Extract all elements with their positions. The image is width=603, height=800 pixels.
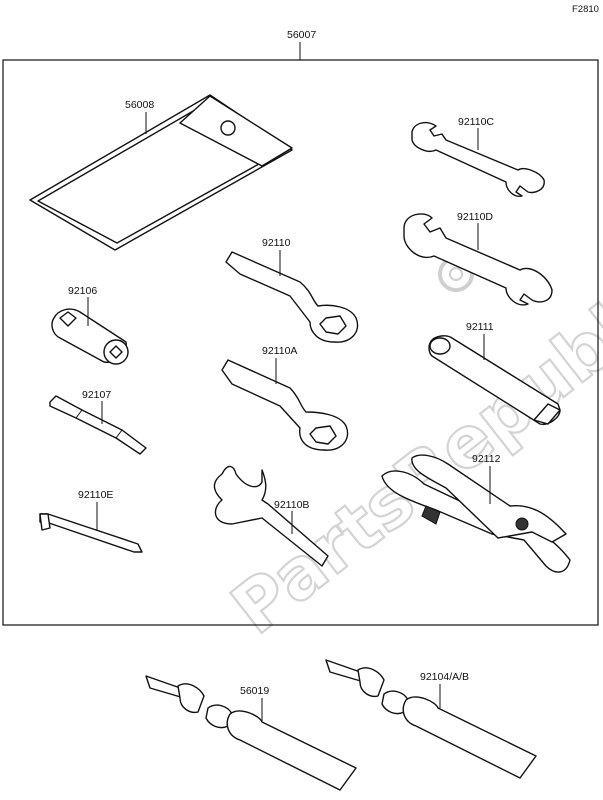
pliers [381,454,571,573]
pliers-label: 92112 [472,453,501,465]
grease-tube [145,675,357,791]
screwdriver-label: 92107 [82,389,111,401]
extension-handle [428,335,561,425]
hex-key-label: 92110E [78,489,113,501]
grease-tube-label: 56019 [240,685,269,697]
kit-label: 56007 [287,29,316,41]
open-wrench-d [403,213,553,306]
hex-key [39,513,143,553]
box-wrench-a-label: 92110A [262,345,297,357]
plug-socket [51,308,129,365]
plug-socket-label: 92106 [68,285,97,297]
kit-frame [2,59,599,626]
hook-spanner [213,465,329,567]
bond-tube [325,659,537,779]
handle-label: 92111 [466,321,494,333]
figure-code: F2810 [572,4,599,15]
open-wrench-c [411,121,545,197]
screwdriver-bit [49,395,147,455]
hook-spanner-label: 92110B [274,499,309,511]
wrench-c-label: 92110C [458,116,494,128]
watermark: PartsRepublik [217,245,603,651]
pouch-label: 56008 [125,99,154,111]
box-wrench-label: 92110 [262,237,291,249]
wrench-d-label: 92110D [457,211,493,223]
tool-pouch [29,94,293,251]
box-wrench-a [221,359,349,451]
box-wrench [225,251,359,343]
bond-tube-label: 92104/A/B [420,671,469,683]
